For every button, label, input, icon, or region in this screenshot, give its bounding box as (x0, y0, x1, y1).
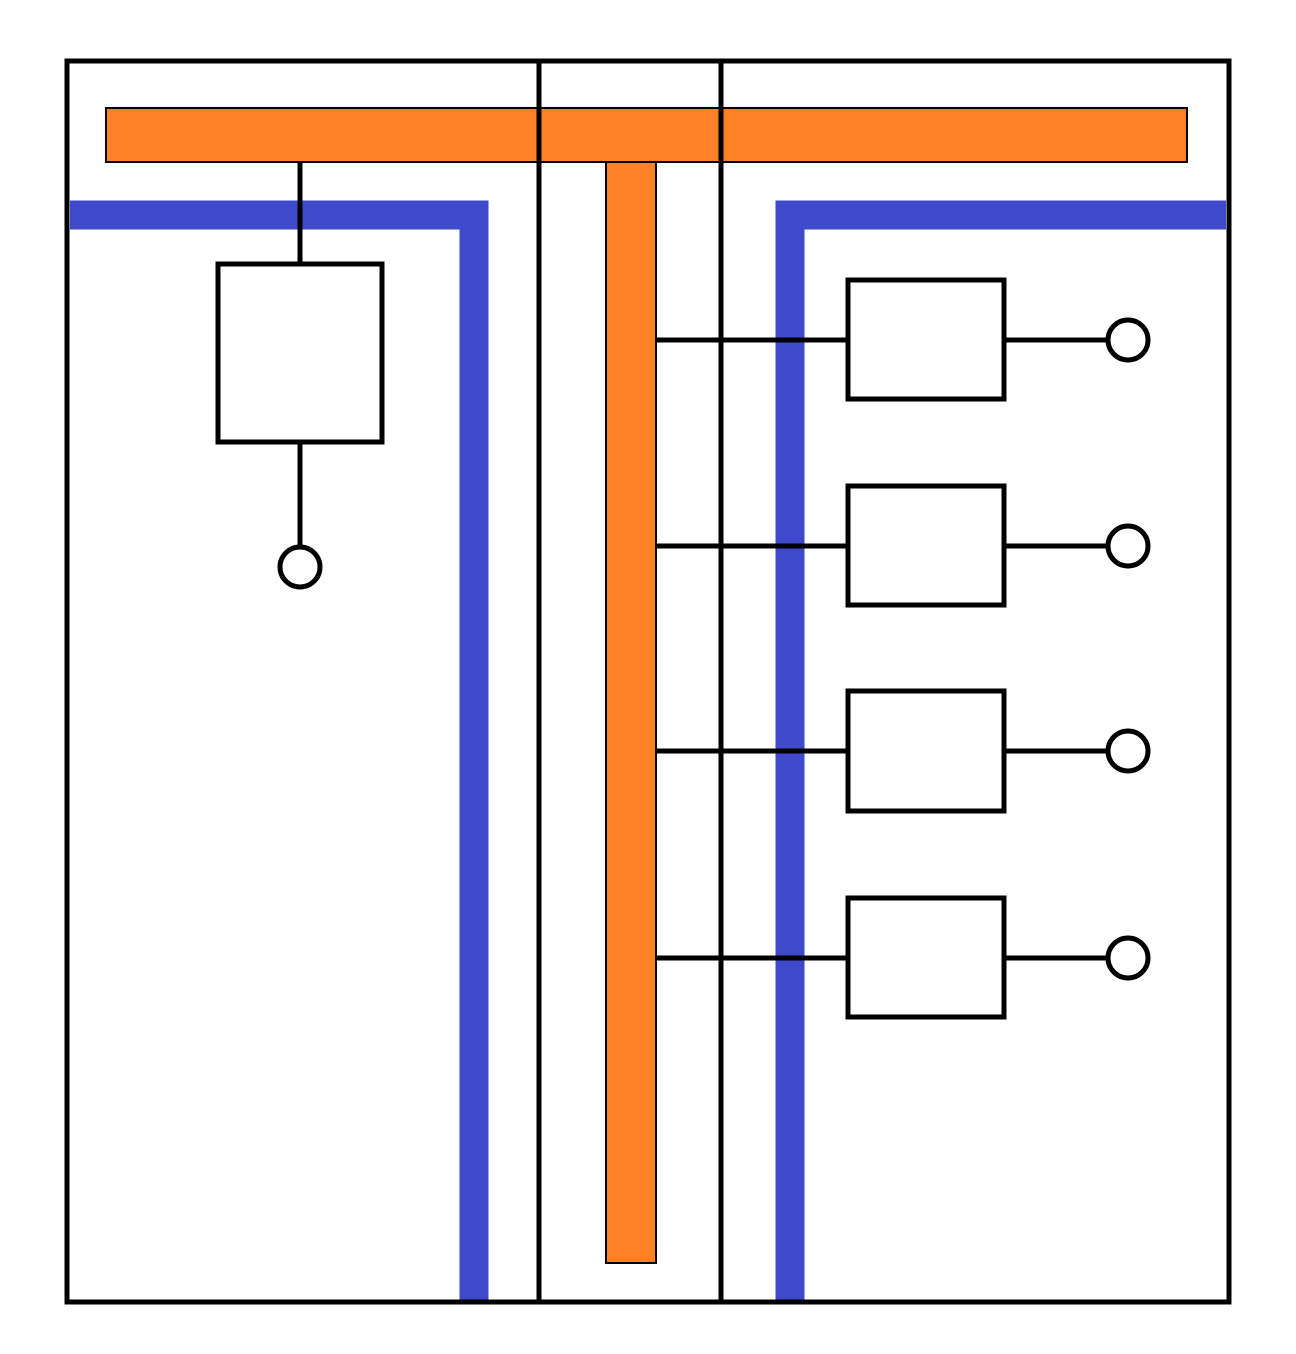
branch-3-block (845, 688, 1007, 814)
outer-frame (64, 58, 1232, 1305)
orange-vertical-bus (605, 161, 657, 1264)
orange-horizontal-bus (105, 107, 1188, 163)
left-section (215, 162, 385, 590)
branch-1 (656, 277, 1151, 402)
branch-2-block (845, 483, 1007, 608)
left-blue-band (70, 200, 489, 1300)
branch-1-block (845, 277, 1007, 402)
branch-1-terminal (1105, 317, 1151, 363)
left-terminal (277, 544, 323, 590)
right-blue-band (775, 200, 1226, 1300)
branch-2-terminal (1105, 523, 1151, 569)
branch-3-terminal (1105, 728, 1151, 774)
branch-4 (656, 895, 1151, 1020)
branch-4-block (845, 895, 1007, 1020)
branch-3 (656, 688, 1151, 814)
right-section (656, 277, 1151, 1020)
branch-4-terminal (1105, 935, 1151, 981)
branch-2 (656, 483, 1151, 608)
left-block (215, 261, 385, 445)
